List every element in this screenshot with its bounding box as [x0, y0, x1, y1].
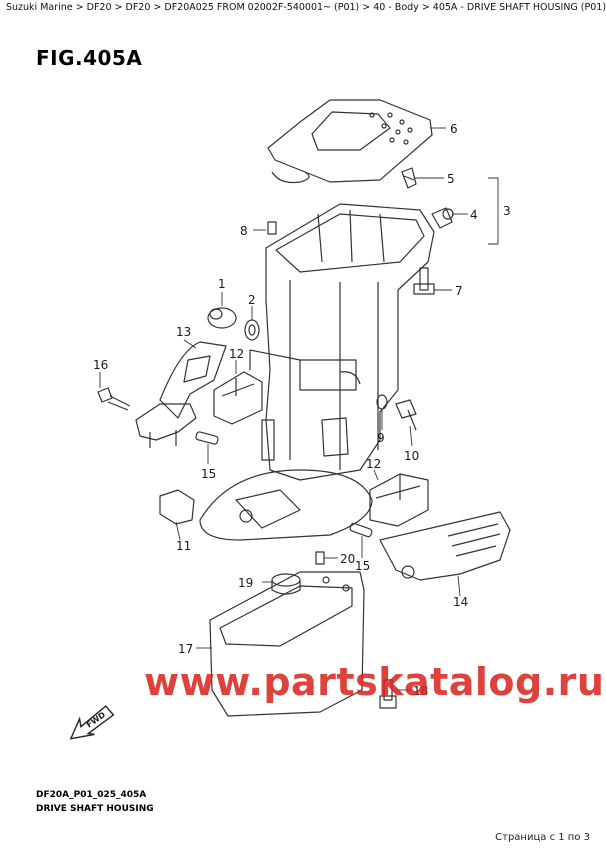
part-13-bracket	[159, 341, 227, 419]
part-20-pin	[315, 551, 325, 565]
part-5-bolt	[401, 167, 417, 189]
part-1-grommet	[207, 307, 237, 329]
part-16-bolt	[97, 387, 131, 411]
part-7-bolt	[413, 267, 435, 295]
callout-8: 8	[240, 224, 248, 238]
callout-12-right: 12	[366, 457, 381, 471]
part-2-seal	[244, 319, 260, 341]
figure-caption: DRIVE SHAFT HOUSING	[36, 804, 154, 814]
page-indicator: Страница с 1 по 3	[495, 832, 590, 843]
callout-20: 20	[340, 552, 355, 566]
part-15-pin-right	[349, 522, 373, 538]
callout-10: 10	[404, 449, 419, 463]
breadcrumb: Suzuki Marine > DF20 > DF20 > DF20A025 F…	[6, 2, 606, 13]
part-12-mount-left	[213, 371, 263, 425]
callout-12-left: 12	[229, 347, 244, 361]
part-14-bracket	[379, 511, 511, 581]
part-17-lower-case	[209, 571, 365, 717]
part-clamp	[135, 403, 197, 448]
callout-7: 7	[455, 284, 463, 298]
callout-15-left: 15	[201, 467, 216, 481]
callout-13: 13	[176, 325, 191, 339]
callout-6: 6	[450, 122, 458, 136]
callout-5: 5	[447, 172, 455, 186]
callout-15-right: 15	[355, 559, 370, 573]
leader-lines	[99, 127, 499, 691]
part-15-pin-left	[195, 431, 219, 445]
callout-labels: 6 5 4 3 8 7 1 2 13 12 16 9 10 15 12 11 2…	[93, 122, 511, 698]
part-9-washer	[376, 394, 388, 410]
figure-title: FIG.405A	[36, 46, 143, 70]
part-housing	[199, 203, 435, 541]
callout-17: 17	[178, 642, 193, 656]
part-10-bolt	[395, 399, 417, 431]
figure-code: DF20A_P01_025_405A	[36, 790, 147, 800]
callout-18: 18	[413, 684, 428, 698]
callout-11: 11	[176, 539, 191, 553]
part-19-cap	[271, 573, 301, 595]
part-8-pin	[267, 221, 277, 235]
callout-19: 19	[238, 576, 253, 590]
callout-3: 3	[503, 204, 511, 218]
callout-14: 14	[453, 595, 468, 609]
part-4-plug	[431, 207, 454, 229]
callout-16: 16	[93, 358, 108, 372]
part-12-mount-right	[369, 473, 429, 527]
callout-9: 9	[377, 431, 385, 445]
part-6-gasket	[267, 99, 433, 184]
callout-1: 1	[218, 277, 226, 291]
callout-2: 2	[248, 293, 256, 307]
fwd-arrow-icon: FWD	[69, 705, 115, 740]
part-11-stopper	[159, 489, 195, 525]
watermark-url[interactable]: www.partskatalog.ru	[144, 660, 605, 704]
part-18-bolt	[379, 679, 397, 709]
callout-4: 4	[470, 208, 478, 222]
